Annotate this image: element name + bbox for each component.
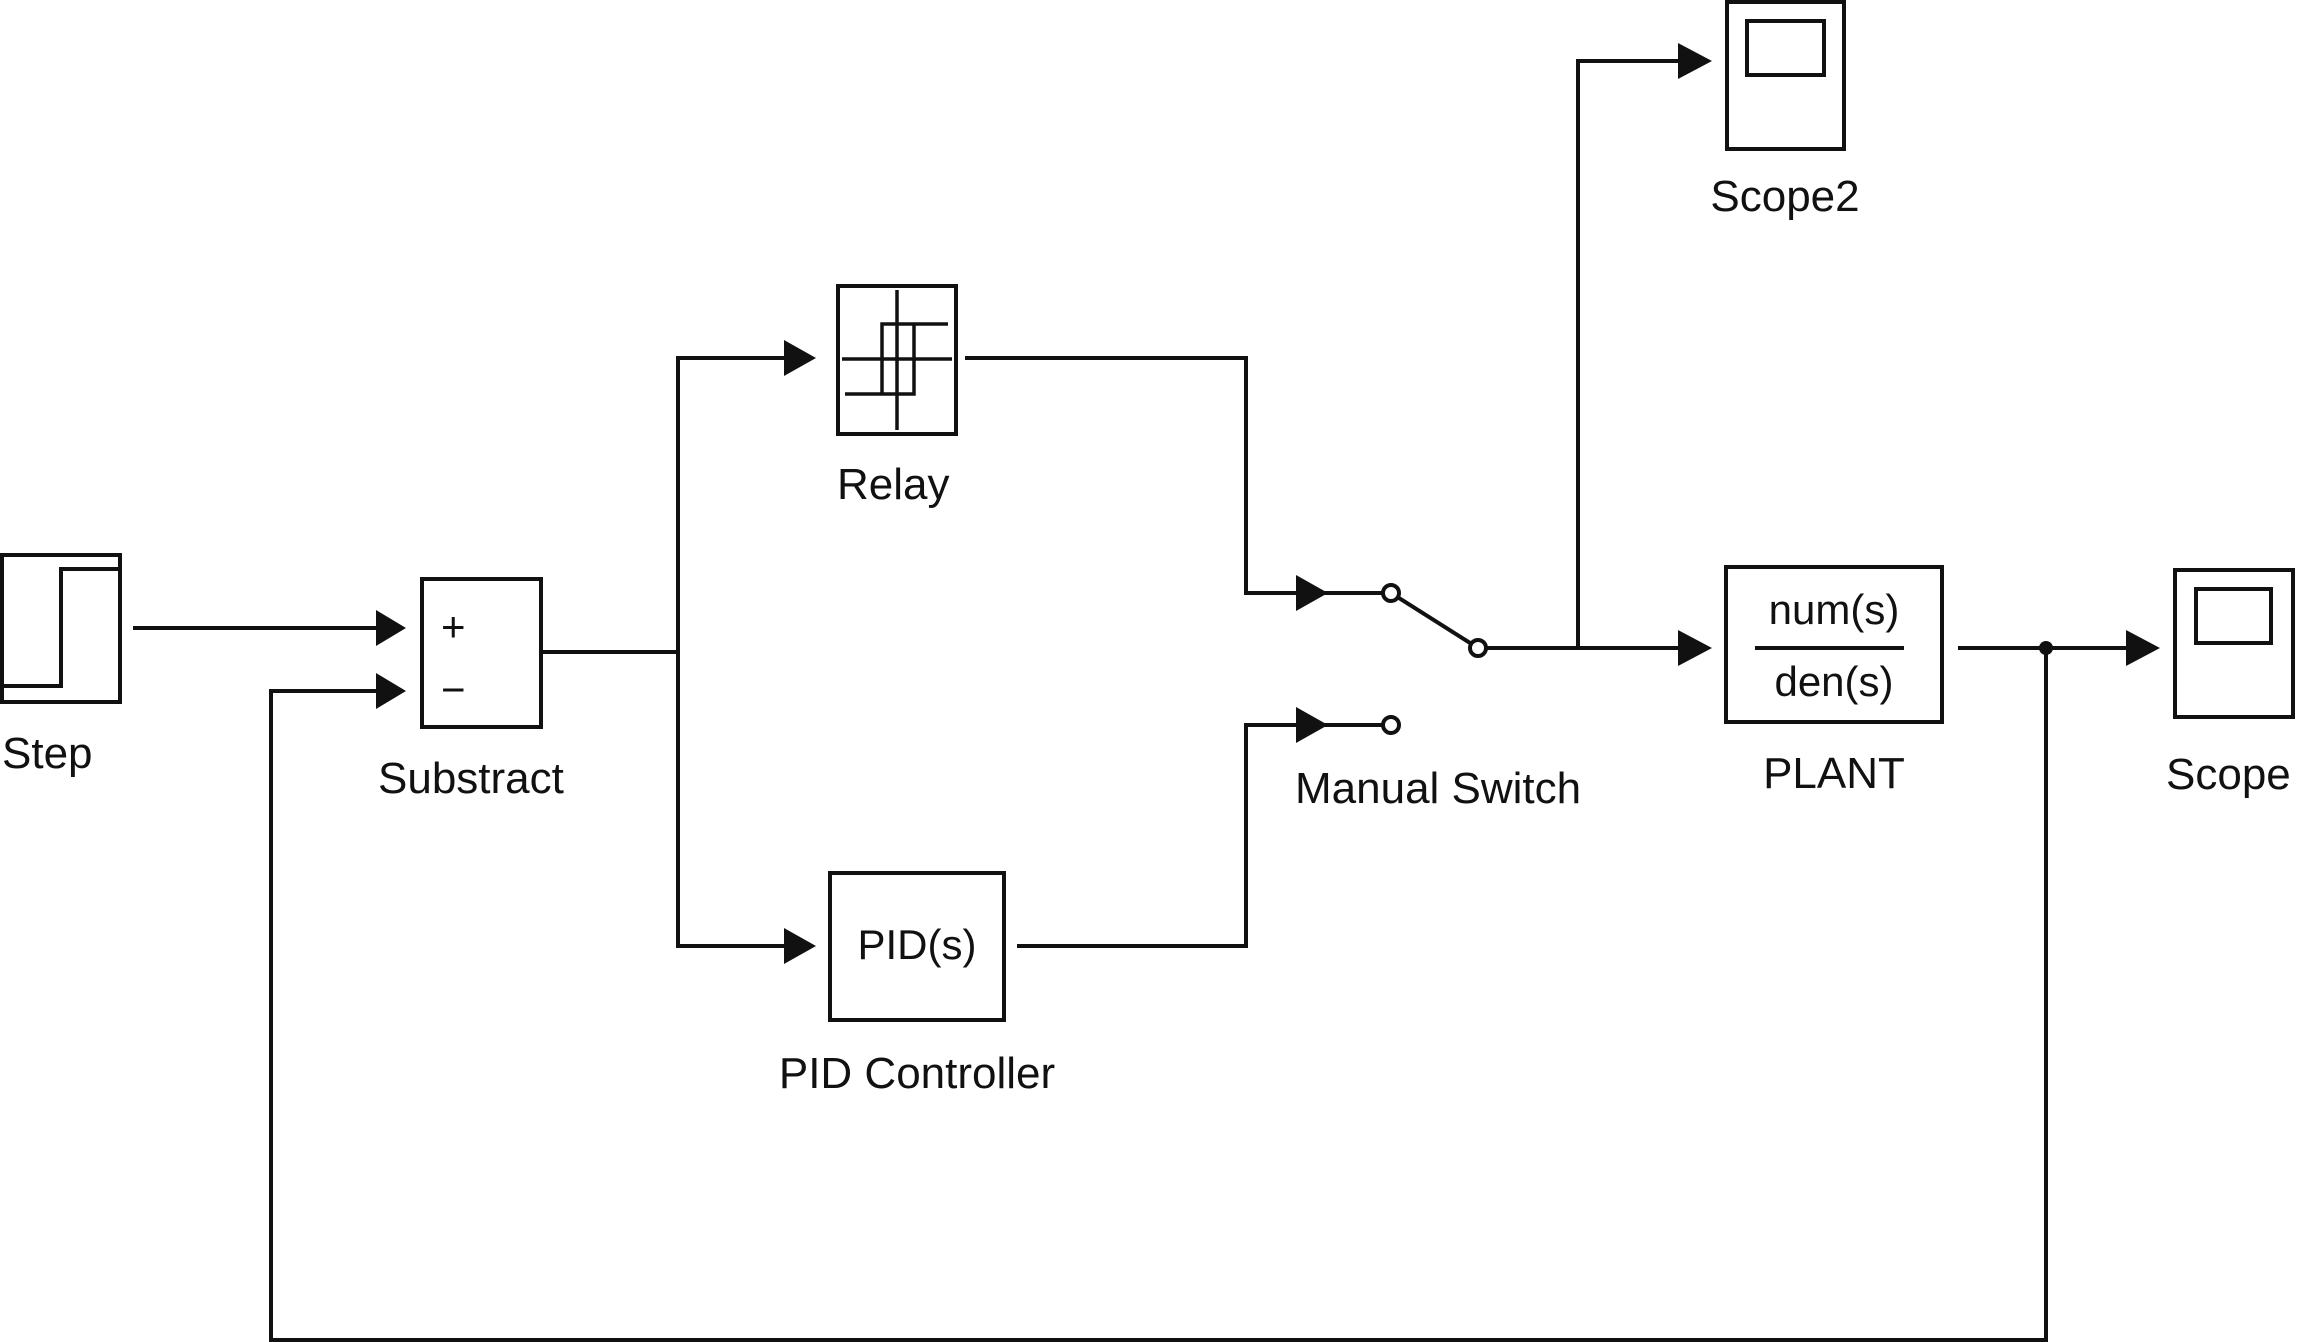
signal-to-scope2[interactable] (1576, 59, 1678, 648)
scope-icon (2194, 587, 2273, 645)
subtract-block[interactable]: + − Substract (378, 577, 564, 803)
scope-block[interactable]: Scope (2166, 568, 2295, 799)
signal-to-pid[interactable] (676, 652, 790, 948)
pid-text: PID(s) (858, 921, 977, 968)
pid-label: PID Controller (779, 1049, 1055, 1098)
signal-pid-to-switch[interactable] (1017, 723, 1300, 948)
signal-relay-to-switch[interactable] (965, 356, 1300, 595)
branch-point (2039, 641, 2053, 655)
signal-feedback[interactable] (269, 648, 2048, 1342)
relay-label: Relay (837, 460, 950, 509)
pid-controller-block[interactable]: PID(s) PID Controller (779, 871, 1055, 1098)
arrowhead (1678, 43, 1712, 79)
subtract-label: Substract (378, 754, 564, 803)
step-block[interactable]: Step (0, 553, 122, 778)
manual-switch-label: Manual Switch (1295, 764, 1581, 813)
step-label: Step (2, 729, 93, 778)
arrowhead (784, 340, 816, 376)
plant-label: PLANT (1763, 749, 1905, 798)
arrowheads (376, 43, 2160, 964)
plus-sign: + (441, 603, 466, 650)
plant-block[interactable]: num(s) den(s) PLANT (1724, 565, 1944, 798)
relay-hysteresis-icon (842, 290, 952, 430)
arrowhead (1678, 630, 1712, 666)
manual-switch-block[interactable]: Manual Switch (1295, 583, 1581, 813)
scope2-block[interactable]: Scope2 (1710, 0, 1860, 221)
arrowhead (376, 673, 406, 709)
arrowhead (784, 928, 816, 964)
signal-to-relay[interactable] (676, 356, 790, 652)
manual-switch-icon (1381, 583, 1488, 735)
relay-block[interactable]: Relay (836, 284, 958, 509)
minus-sign: − (441, 666, 466, 713)
arrowhead (376, 610, 406, 646)
scope-label: Scope (2166, 750, 2291, 799)
scope2-label: Scope2 (1710, 172, 1859, 221)
plant-numerator: num(s) (1769, 586, 1900, 633)
arrowhead (1296, 575, 1328, 611)
plant-denominator: den(s) (1774, 658, 1893, 705)
step-signal-icon (2, 567, 119, 688)
scope-icon (1745, 19, 1826, 77)
arrowhead (1296, 707, 1328, 743)
arrowhead (2126, 630, 2160, 666)
